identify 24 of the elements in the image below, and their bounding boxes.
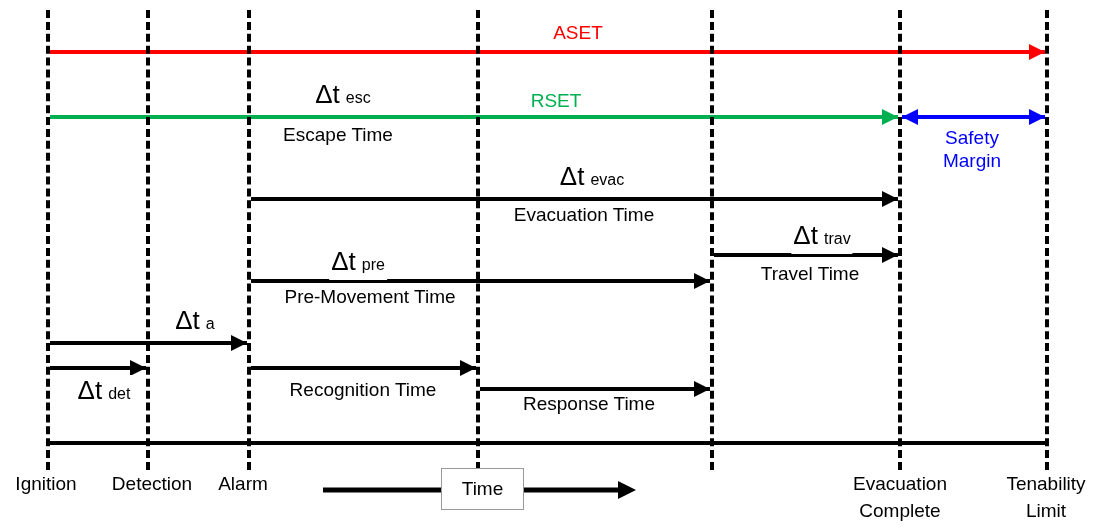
milestone-label: Detection: [111, 472, 193, 496]
milestone-label: Evacuation Complete: [852, 472, 948, 523]
arrow: [902, 109, 1045, 125]
dashed-milestone-line: [898, 10, 902, 470]
dashed-milestone-line: [247, 10, 251, 470]
milestone-label: Alarm: [218, 472, 268, 496]
dashed-milestone-line: [46, 10, 50, 470]
arrow: [50, 44, 1045, 60]
timeline-line: [50, 441, 1045, 445]
dashed-milestone-line: [710, 10, 714, 470]
dashed-milestone-line: [146, 10, 150, 470]
arrow: [251, 273, 710, 289]
arrow: [480, 381, 710, 397]
arrow: [714, 247, 898, 263]
arrow: [50, 360, 146, 376]
dashed-milestone-line: [1045, 10, 1049, 470]
dashed-milestone-line: [476, 10, 480, 470]
axis-label-box: Time: [441, 468, 524, 510]
milestone-label: Ignition: [15, 472, 77, 496]
arrow: [251, 191, 898, 207]
milestone-label: Tenability Limit: [1005, 472, 1087, 523]
arrow: [50, 109, 898, 125]
arrow: [50, 335, 247, 351]
arrow: [251, 360, 476, 376]
